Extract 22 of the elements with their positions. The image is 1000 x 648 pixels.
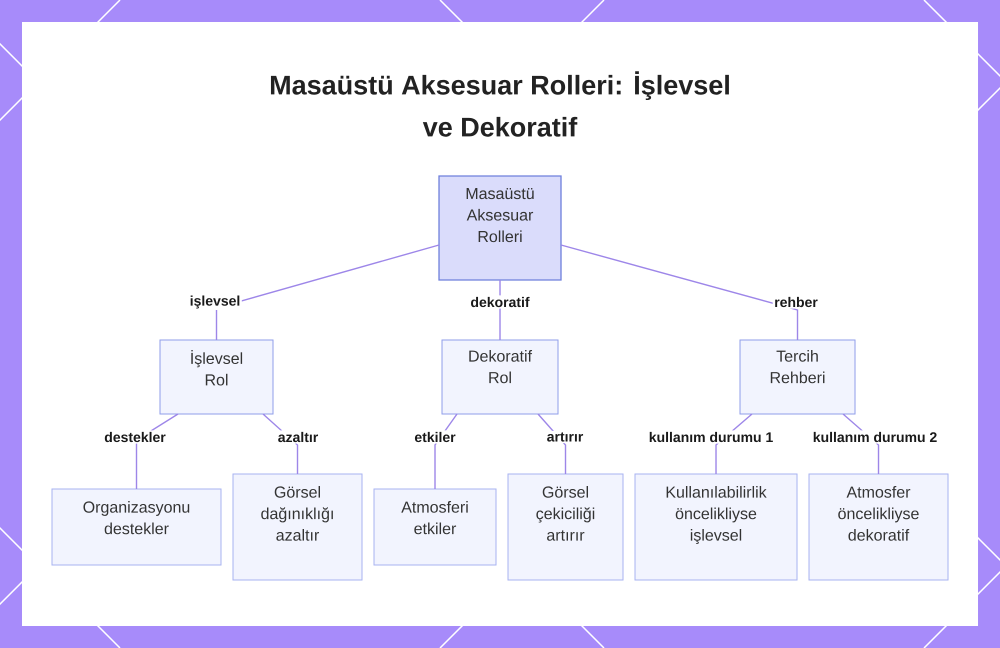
edge-label: artırır: [545, 430, 585, 444]
connector: [560, 244, 798, 340]
root-box: Masaüstü Aksesuar Rolleri: [438, 175, 562, 281]
edge-label: etkiler: [412, 430, 458, 444]
connector: [216, 244, 440, 340]
leaf-box: Atmosfer öncelikliyse dekoratif: [808, 474, 948, 580]
edge-label: destekler: [102, 430, 168, 444]
leaf-box: Görsel çekiciliği artırır: [508, 474, 624, 580]
leaf-box: Atmosferi etkiler: [374, 488, 496, 566]
edge-label: dekoratif: [468, 295, 532, 309]
branch-box: İşlevsel Rol: [160, 340, 274, 414]
branch-box: Dekoratif Rol: [442, 340, 558, 414]
leaf-box: Organizasyonu destekler: [52, 488, 222, 566]
title: Masaüstü Aksesuar Rolleri: İşlevsel ve Dekoratif: [270, 71, 729, 137]
edge-label: işlevsel: [188, 294, 242, 310]
edge-label: azaltır: [276, 430, 320, 444]
branch-box: Tercih Rehberi: [740, 340, 856, 414]
edge-label: kullanım durumu 1: [647, 430, 775, 444]
edge-label: rehber: [772, 295, 820, 309]
edge-label: kullanım durumu 2: [811, 430, 939, 444]
leaf-box: Kullanılabilirlik öncelikliyse işlevsel: [634, 474, 798, 580]
leaf-box: Görsel dağınıklığı azaltır: [232, 474, 362, 580]
